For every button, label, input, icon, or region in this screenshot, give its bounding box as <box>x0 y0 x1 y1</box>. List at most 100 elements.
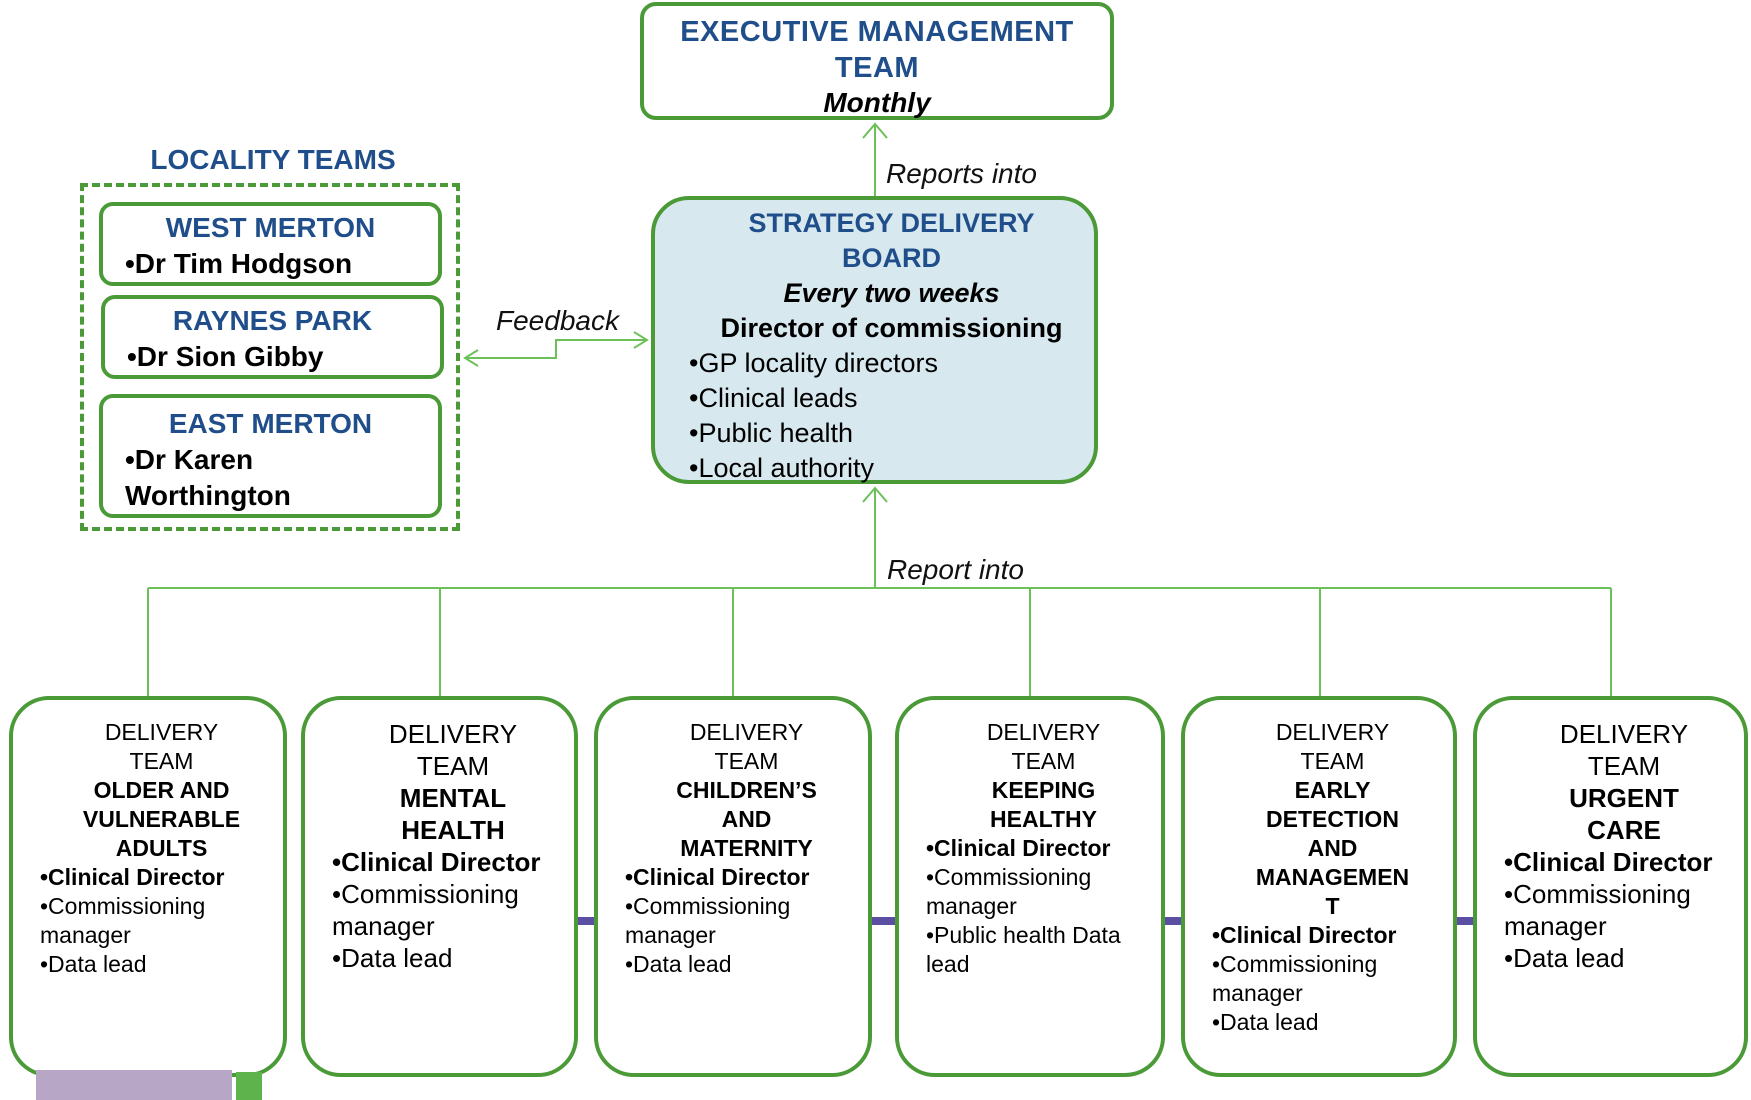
board-to-exec-arrowhead <box>862 122 888 139</box>
board-member: •Local authority <box>689 453 875 483</box>
delivery-team-name: EARLY <box>1294 777 1371 803</box>
teams-to-board-arrowhead <box>862 486 888 503</box>
cropped-photo-image <box>36 1070 232 1100</box>
locality-box-east-merton: EAST MERTON •Dr Karen Worthington <box>99 394 442 518</box>
locality-teams-frame <box>80 183 460 531</box>
delivery-team-label: TEAM <box>129 748 194 774</box>
delivery-team-mental-health: DELIVERY TEAM MENTAL HEALTH •Clinical Di… <box>301 696 578 1077</box>
delivery-team-role: manager <box>926 893 1017 919</box>
delivery-team-role: •Commissioning <box>1212 951 1378 977</box>
exec-frequency: Monthly <box>823 87 931 118</box>
delivery-team-role: •Commissioning <box>332 879 519 909</box>
feedback-line <box>466 339 646 359</box>
locality-lead: •Dr Tim Hodgson <box>125 248 353 279</box>
delivery-team-label: TEAM <box>416 751 490 781</box>
delivery-team-role: manager <box>1212 980 1303 1006</box>
delivery-team-role: •Commissioning <box>625 893 791 919</box>
locality-name: EAST MERTON <box>168 408 373 439</box>
delivery-team-name: CHILDREN’S <box>676 777 817 803</box>
delivery-team-name: ADULTS <box>115 835 208 861</box>
delivery-team-name: DETECTION <box>1266 806 1399 832</box>
green-accent-block <box>236 1072 262 1100</box>
strategy-delivery-board-box: STRATEGY DELIVERY BOARD Every two weeks … <box>651 196 1098 484</box>
delivery-team-role: •Data lead <box>40 951 147 977</box>
exec-title-line-2: TEAM <box>834 52 920 84</box>
delivery-team-label: DELIVERY <box>388 719 518 749</box>
exec-title-line-1: EXECUTIVE MANAGEMENT <box>680 16 1074 48</box>
delivery-team-role: •Data lead <box>1504 943 1625 973</box>
delivery-team-role: manager <box>625 922 716 948</box>
purple-connector-2 <box>872 917 895 925</box>
delivery-team-older-vulnerable-adults: DELIVERY TEAM OLDER AND VULNERABLE ADULT… <box>9 696 287 1077</box>
delivery-team-name: T <box>1325 893 1340 919</box>
feedback-label: Feedback <box>496 305 619 336</box>
locality-name: WEST MERTON <box>165 212 376 243</box>
delivery-team-role: •Data lead <box>332 943 453 973</box>
delivery-team-label: DELIVERY <box>104 719 219 745</box>
reports-into-label: Reports into <box>886 158 1037 189</box>
locality-name: RAYNES PARK <box>172 305 373 336</box>
delivery-team-keeping-healthy: DELIVERY TEAM KEEPING HEALTHY •Clinical … <box>895 696 1165 1077</box>
locality-lead-line-1: •Dr Karen <box>125 444 254 475</box>
delivery-team-role: •Commissioning <box>1504 879 1691 909</box>
delivery-team-name: URGENT <box>1569 783 1679 813</box>
locality-lead: •Dr Sion Gibby <box>127 341 324 372</box>
board-member: •Clinical leads <box>689 383 858 413</box>
locality-box-raynes-park: RAYNES PARK •Dr Sion Gibby <box>101 295 444 379</box>
delivery-team-label: TEAM <box>1011 748 1076 774</box>
delivery-team-role: •Commissioning <box>40 893 206 919</box>
delivery-team-role: •Clinical Director <box>332 847 541 877</box>
locality-teams-title: LOCALITY TEAMS <box>150 144 396 175</box>
delivery-team-role: lead <box>926 951 970 977</box>
delivery-team-name: AND <box>1307 835 1358 861</box>
board-lead: Director of commissioning <box>720 313 1063 343</box>
delivery-team-name: MENTAL <box>399 783 507 813</box>
board-title-line-2: BOARD <box>842 243 941 273</box>
purple-connector-4 <box>1457 917 1473 925</box>
delivery-team-name: HEALTH <box>401 815 505 845</box>
delivery-team-urgent-care: DELIVERY TEAM URGENT CARE •Clinical Dire… <box>1473 696 1748 1077</box>
purple-connector-1 <box>578 917 594 925</box>
delivery-team-label: TEAM <box>1587 751 1661 781</box>
delivery-team-name: MANAGEMEN <box>1255 864 1410 890</box>
delivery-team-label: DELIVERY <box>986 719 1101 745</box>
delivery-team-name: AND <box>721 806 772 832</box>
delivery-team-childrens-maternity: DELIVERY TEAM CHILDREN’S AND MATERNITY •… <box>594 696 872 1077</box>
delivery-team-role: •Data lead <box>1212 1009 1319 1035</box>
delivery-team-label: DELIVERY <box>1275 719 1390 745</box>
delivery-team-label: TEAM <box>714 748 779 774</box>
delivery-team-role: •Commissioning <box>926 864 1092 890</box>
delivery-team-role: manager <box>332 911 435 941</box>
delivery-team-name: HEALTHY <box>990 806 1097 832</box>
delivery-team-name: OLDER AND <box>93 777 230 803</box>
delivery-team-role: •Clinical Director <box>40 864 225 890</box>
locality-lead-line-2: Worthington <box>125 480 291 511</box>
delivery-team-name: MATERNITY <box>680 835 813 861</box>
delivery-team-name: VULNERABLE <box>82 806 241 832</box>
delivery-team-role: •Public health Data <box>926 922 1121 948</box>
delivery-team-role: •Clinical Director <box>1212 922 1397 948</box>
delivery-team-role: manager <box>40 922 131 948</box>
delivery-team-early-detection-management: DELIVERY TEAM EARLY DETECTION AND MANAGE… <box>1181 696 1457 1077</box>
delivery-team-label: DELIVERY <box>689 719 804 745</box>
delivery-team-name: KEEPING <box>991 777 1096 803</box>
report-into-label: Report into <box>887 554 1024 585</box>
delivery-team-label: TEAM <box>1300 748 1365 774</box>
purple-connector-3 <box>1165 917 1181 925</box>
delivery-team-role: •Clinical Director <box>625 864 810 890</box>
executive-management-team-box: EXECUTIVE MANAGEMENT TEAM Monthly <box>640 2 1114 120</box>
delivery-team-name: CARE <box>1587 815 1661 845</box>
board-frequency: Every two weeks <box>783 278 1000 308</box>
board-member: •GP locality directors <box>689 348 939 378</box>
feedback-arrowhead-left <box>463 349 479 367</box>
locality-box-west-merton: WEST MERTON •Dr Tim Hodgson <box>99 202 442 286</box>
delivery-team-role: •Data lead <box>625 951 732 977</box>
board-member: •Public health <box>689 418 854 448</box>
delivery-team-label: DELIVERY <box>1559 719 1689 749</box>
delivery-team-role: •Clinical Director <box>1504 847 1713 877</box>
delivery-team-role: manager <box>1504 911 1607 941</box>
delivery-team-role: •Clinical Director <box>926 835 1111 861</box>
feedback-arrowhead-right <box>633 331 649 349</box>
board-title-line-1: STRATEGY DELIVERY <box>748 208 1035 238</box>
